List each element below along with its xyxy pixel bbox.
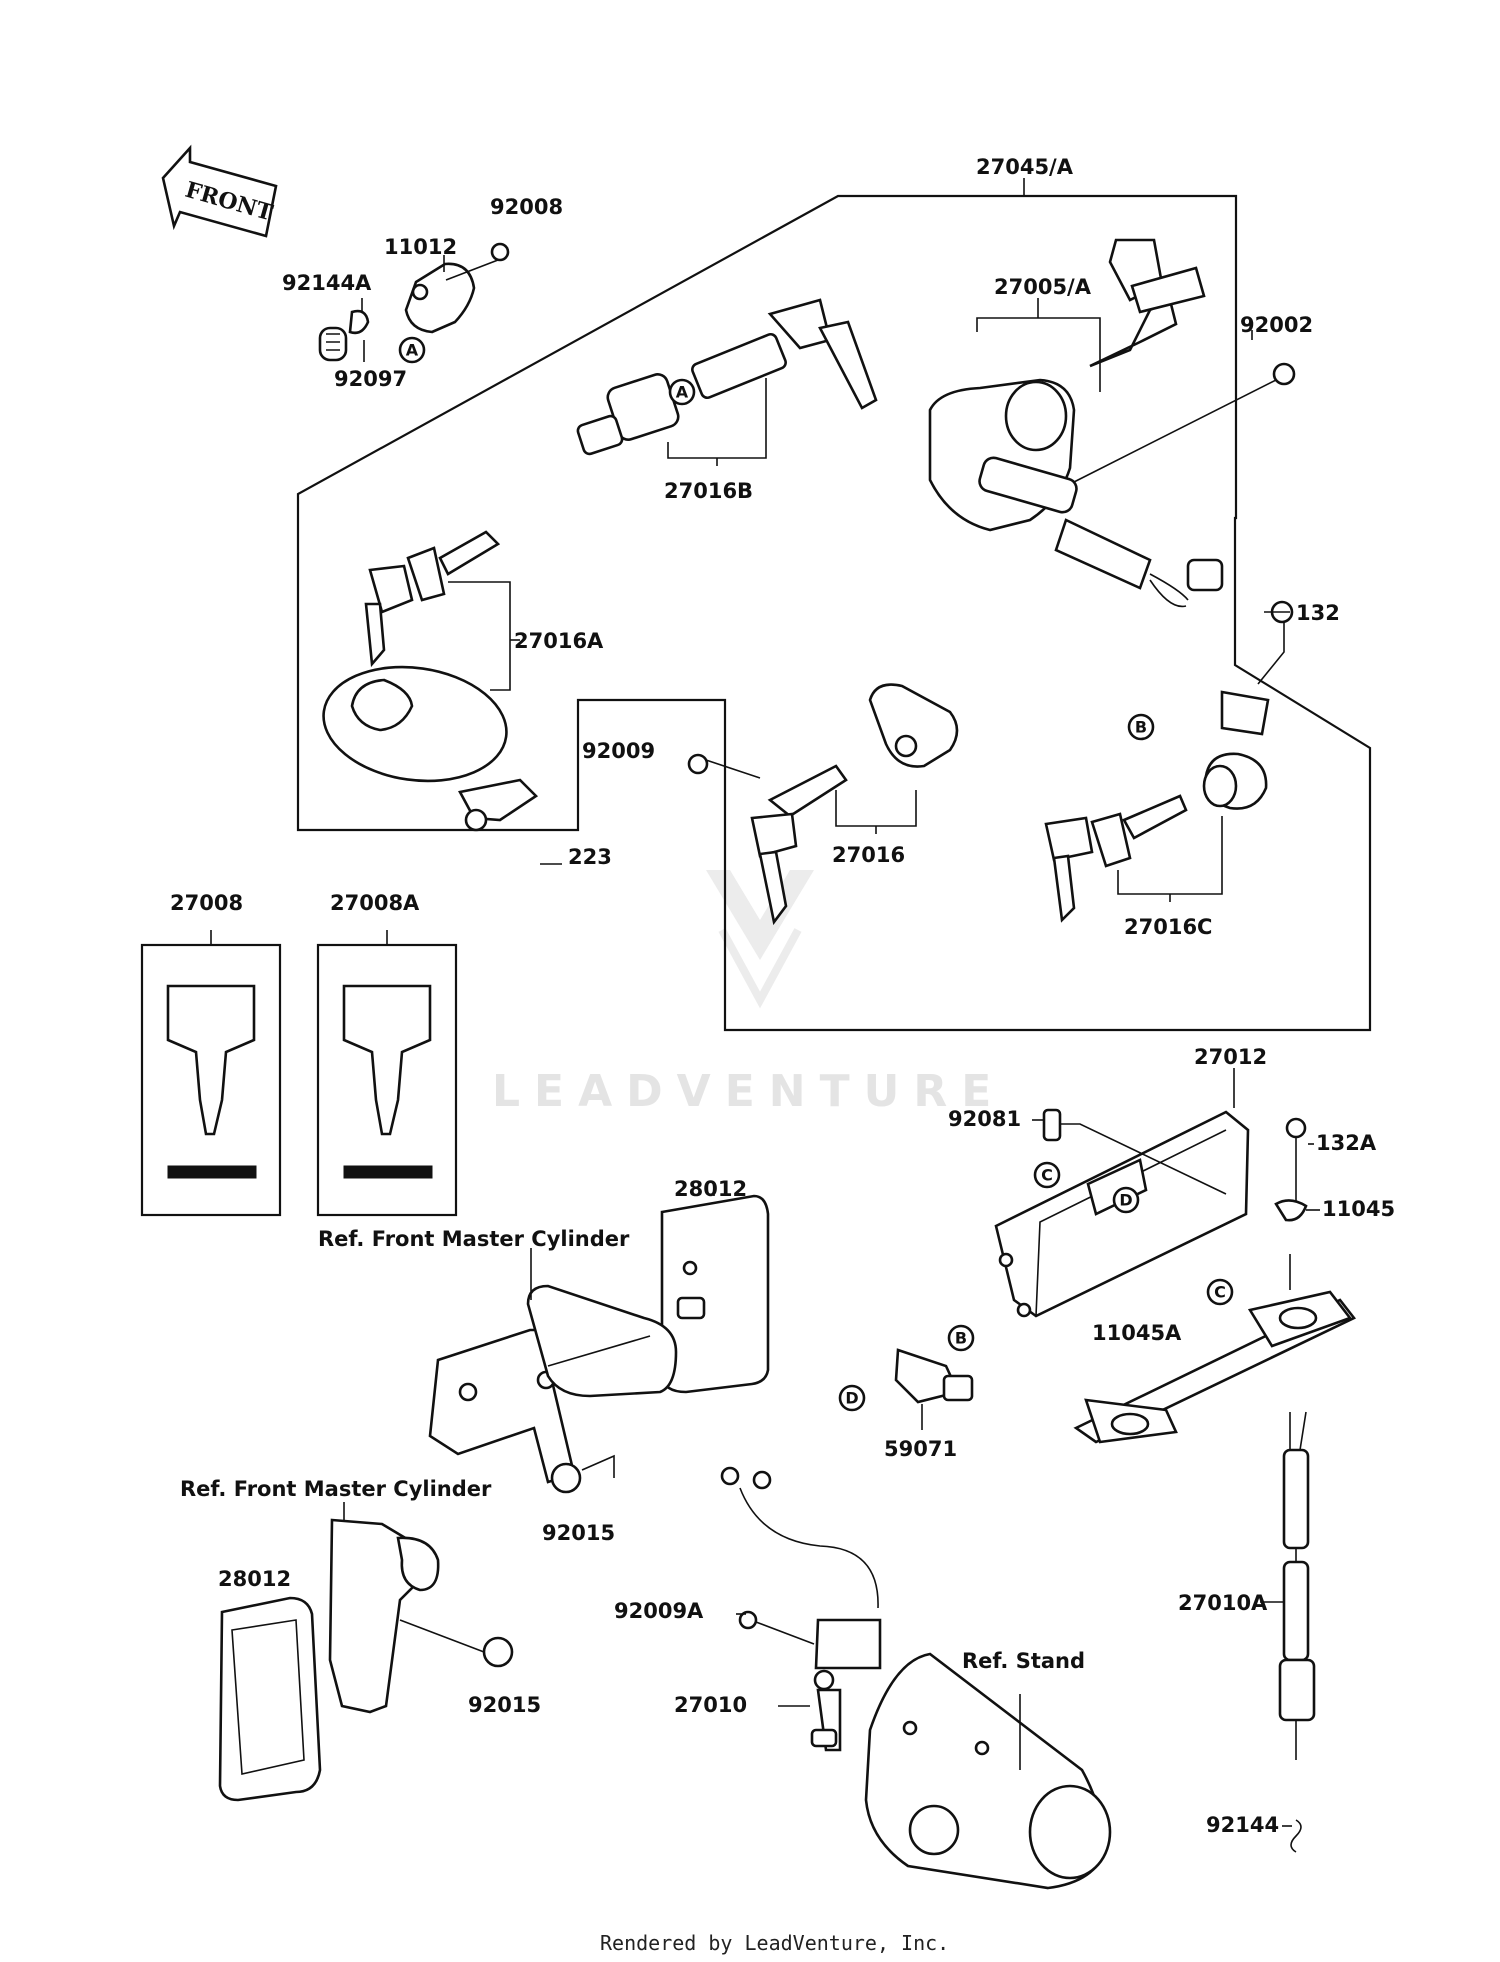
switch-27010a: [1260, 1411, 1316, 1853]
label-92144a: 92144A: [282, 271, 372, 295]
callout-b-1: B: [1127, 713, 1155, 741]
label-92144: 92144: [1206, 1813, 1279, 1837]
svg-text:C: C: [1041, 1166, 1053, 1185]
label-59071: 59071: [884, 1437, 957, 1461]
svg-text:B: B: [955, 1329, 967, 1348]
ignition-switch-27005a: [928, 238, 1296, 608]
label-27016: 27016: [832, 843, 905, 867]
label-28012-lower: 28012: [218, 1567, 291, 1591]
label-27045a: 27045/A: [976, 155, 1074, 179]
fuel-cap-27016a: [322, 530, 539, 832]
label-11045: 11045: [1322, 1197, 1395, 1221]
label-92015-upper: 92015: [542, 1521, 615, 1545]
callout-d-2: D: [838, 1384, 866, 1412]
lock-27016c: [1044, 600, 1294, 923]
ref-front-master-cylinder-upper: Ref. Front Master Cylinder: [318, 1227, 630, 1251]
callout-c-1: C: [1033, 1161, 1061, 1189]
svg-text:C: C: [1214, 1283, 1226, 1302]
callout-d-1: D: [1112, 1186, 1140, 1214]
label-92009: 92009: [582, 739, 655, 763]
label-92015-lower: 92015: [468, 1693, 541, 1717]
label-28012-upper: 28012: [674, 1177, 747, 1201]
label-27010a: 27010A: [1178, 1591, 1268, 1615]
label-92081: 92081: [948, 1107, 1021, 1131]
label-27010: 27010: [674, 1693, 747, 1717]
brake-switch-27010: [720, 1466, 1112, 1890]
label-132a: 132A: [1316, 1131, 1377, 1155]
svg-text:D: D: [1119, 1191, 1132, 1210]
label-92097: 92097: [334, 367, 407, 391]
svg-text:A: A: [406, 341, 419, 360]
reflector-28012-lower: [218, 1502, 514, 1802]
ref-stand: Ref. Stand: [962, 1649, 1085, 1673]
part-labels: 27045/A 92008 11012 92144A 92097 27005/A…: [170, 155, 1395, 1837]
bracket-27012: [994, 1068, 1308, 1318]
reference-labels: Ref. Front Master Cylinder Ref. Front Ma…: [180, 1227, 1085, 1673]
helmet-lock-27016: [687, 683, 959, 926]
ref-front-master-cylinder-lower: Ref. Front Master Cylinder: [180, 1477, 492, 1501]
label-27016c: 27016C: [1124, 915, 1212, 939]
label-223: 223: [568, 845, 612, 869]
watermark-text: LEADVENTURE: [492, 1066, 1005, 1117]
callout-a-1: A: [398, 336, 426, 364]
svg-text:B: B: [1135, 718, 1147, 737]
front-arrow: FRONT: [161, 144, 278, 238]
label-92008: 92008: [490, 195, 563, 219]
label-27016b: 27016B: [664, 479, 753, 503]
label-27016a: 27016A: [514, 629, 604, 653]
footer-credit: Rendered by LeadVenture, Inc.: [600, 1931, 949, 1955]
plate-11045a: [1073, 1254, 1357, 1444]
label-11045a: 11045A: [1092, 1321, 1182, 1345]
svg-text:A: A: [676, 383, 689, 402]
label-27008a: 27008A: [330, 891, 420, 915]
watermark: LEADVENTURE: [492, 870, 1005, 1117]
lock-27016b: [576, 298, 878, 466]
callout-b-2: B: [947, 1324, 975, 1352]
label-11012: 11012: [384, 235, 457, 259]
reflector-28012-upper: [428, 1182, 770, 1494]
callout-markers: A A B B C C D D: [398, 336, 1234, 1412]
key-blank-27008: [140, 930, 282, 1217]
key-blank-27008a: [316, 930, 458, 1217]
seat-lock-assembly: [318, 242, 510, 362]
label-27012: 27012: [1194, 1045, 1267, 1069]
label-92009a: 92009A: [614, 1599, 704, 1623]
label-132: 132: [1296, 601, 1340, 625]
label-27005a: 27005/A: [994, 275, 1092, 299]
callout-a-2: A: [668, 378, 696, 406]
label-leaders: [540, 611, 1320, 1827]
svg-text:D: D: [845, 1389, 858, 1408]
label-27008: 27008: [170, 891, 243, 915]
label-92002: 92002: [1240, 313, 1313, 337]
callout-c-2: C: [1206, 1278, 1234, 1306]
switch-59071: [894, 1348, 974, 1430]
set-27045a-outline: [296, 178, 1372, 1032]
